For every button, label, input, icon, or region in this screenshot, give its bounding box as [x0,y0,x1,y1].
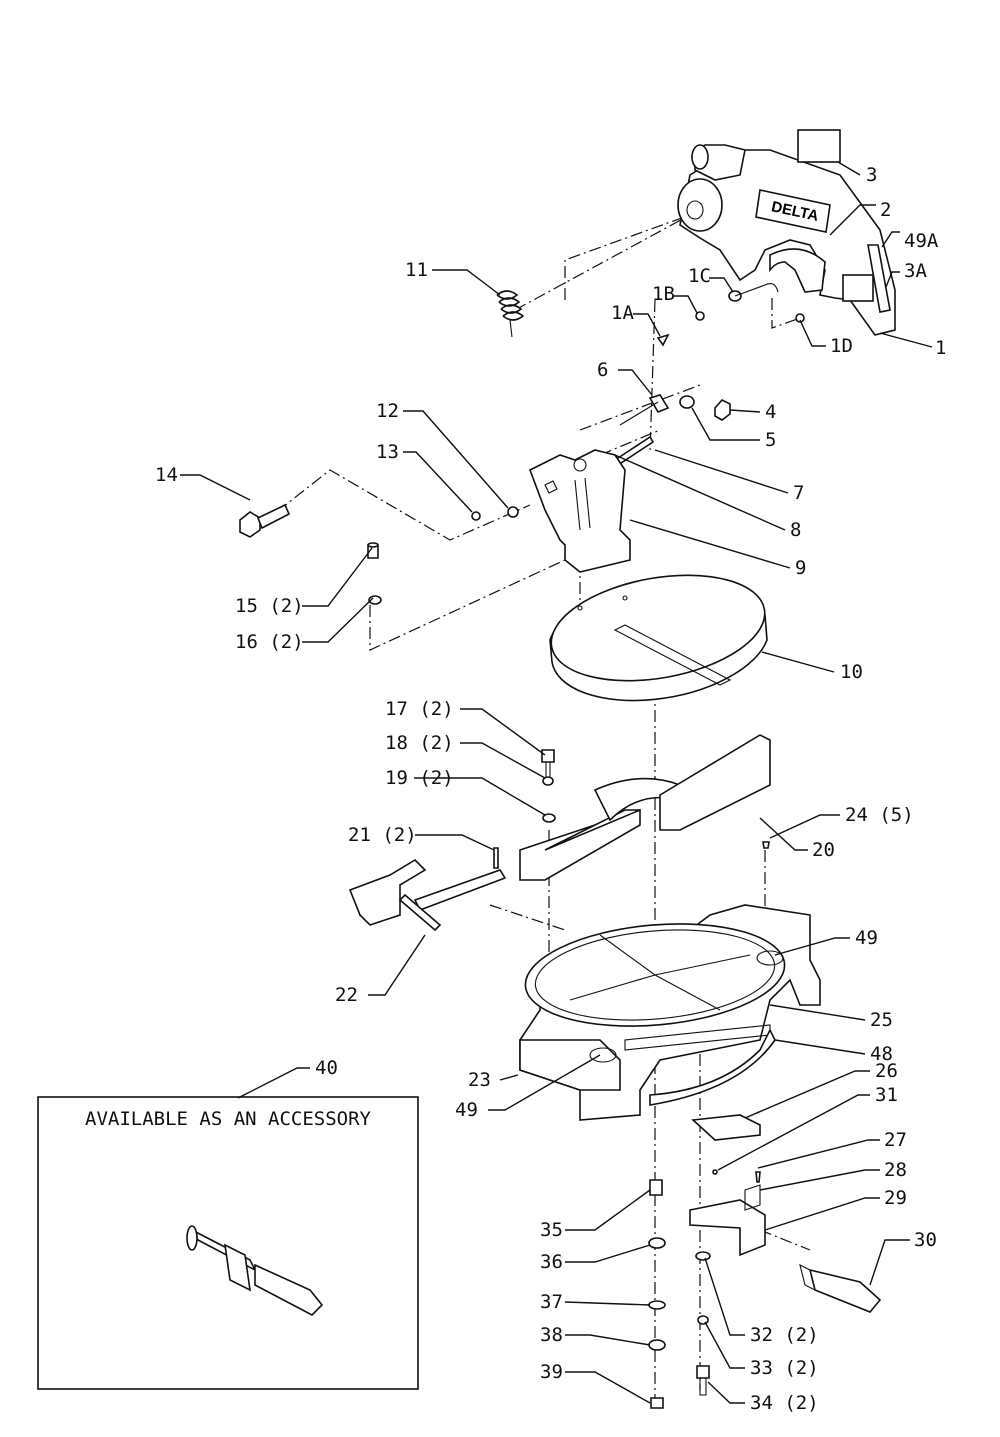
callout-1d: 1D [830,335,853,357]
callout-4: 4 [765,401,776,423]
label-plate-3a [842,274,874,302]
callout-13: 13 [376,441,399,463]
callout-7: 7 [793,482,804,504]
callout-37: 37 [540,1291,563,1313]
pivot-arm-bracket [528,449,631,573]
callout-32: 32 (2) [750,1324,819,1346]
callout-38: 38 [540,1324,563,1346]
callout-26: 26 [875,1060,898,1082]
callout-19: 19 (2) [385,767,454,789]
screws-15-16 [367,542,382,605]
torsion-spring [496,290,525,338]
callout-5: 5 [765,429,776,451]
callout-3a: 3A [904,260,927,282]
accessory-box-text: AVAILABLE AS AN ACCESSORY [85,1108,372,1130]
washer-12 [507,506,519,518]
callout-21: 21 (2) [348,824,417,846]
callout-10: 10 [840,661,863,683]
callout-25: 25 [870,1009,893,1031]
callout-27: 27 [884,1129,907,1151]
callout-30: 30 [914,1229,937,1251]
callout-15: 15 (2) [235,595,304,617]
callout-48: 48 [870,1043,893,1065]
callout-16: 16 (2) [235,631,304,653]
lock-rod [348,858,507,932]
callout-11: 11 [405,259,428,281]
callout-34: 34 (2) [750,1392,819,1414]
callout-8: 8 [790,519,801,541]
callout-6: 6 [597,359,608,381]
callout-31: 31 [875,1084,898,1106]
accessory-box: AVAILABLE AS AN ACCESSORY [37,1096,419,1390]
pivot-hardware [619,394,731,426]
callout-12: 12 [376,400,399,422]
callout-29: 29 [884,1187,907,1209]
callout-20: 20 [812,839,835,861]
callout-24: 24 (5) [845,804,914,826]
callout-49-left: 49 [455,1099,478,1121]
screws-17-19 [541,749,556,823]
callout-labels: 3 2 49A 3A 11 1C 1B 1A 1D 1 6 4 5 12 13 … [155,164,946,1414]
lower-fastener-stack [648,1179,666,1409]
callout-49a: 49A [904,230,939,252]
screw-24 [762,841,770,849]
callout-40: 40 [315,1057,338,1079]
callout-35: 35 [540,1219,563,1241]
saw-base [519,904,821,1121]
pin-21 [493,847,499,869]
callout-1c: 1C [688,265,711,287]
plate-26 [691,1114,761,1141]
bolt-14 [239,503,291,538]
small-fasteners-top [656,283,805,347]
callout-49-right: 49 [855,927,878,949]
callout-22: 22 [335,984,358,1006]
callout-36: 36 [540,1251,563,1273]
callout-3: 3 [866,164,877,186]
fasteners-32-34 [695,1251,711,1396]
callout-2: 2 [880,199,891,221]
callout-14: 14 [155,464,178,486]
callout-1b: 1B [652,283,675,305]
callout-17: 17 (2) [385,698,454,720]
callout-39: 39 [540,1361,563,1383]
callout-23: 23 [468,1069,491,1091]
ring-13 [471,511,481,521]
callout-18: 18 (2) [385,732,454,754]
turntable [549,574,768,702]
callout-9: 9 [795,557,806,579]
label-plate-3 [797,129,841,163]
callout-1: 1 [935,337,946,359]
callout-1a: 1A [611,302,634,324]
blade-guard: DELTA [677,144,896,336]
callout-33: 33 (2) [750,1357,819,1379]
callout-28: 28 [884,1159,907,1181]
handle-30 [799,1263,882,1313]
lock-clamp [689,1169,766,1257]
fence [519,734,771,881]
leader-lines [180,161,933,1404]
